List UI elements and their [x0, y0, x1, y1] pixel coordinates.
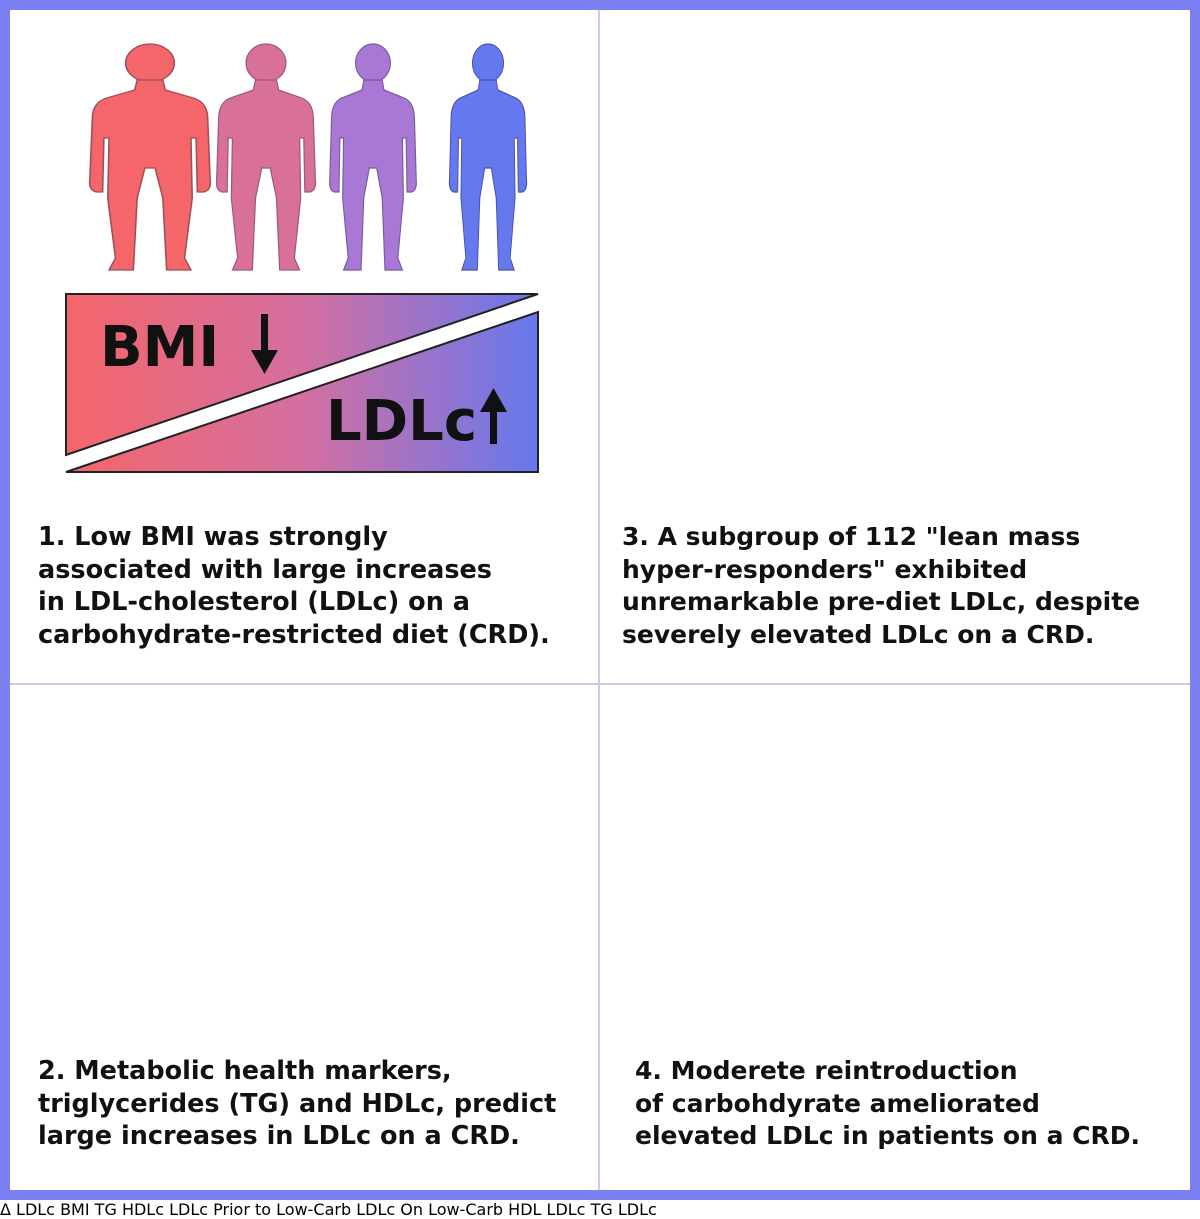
- panel-4: HDL LDLc TG LDLc: [508, 1200, 657, 1219]
- ldlc-low-node: LDLc: [618, 1200, 657, 1219]
- person-obese-figure: [88, 43, 212, 271]
- panel-3-caption: 3. A subgroup of 112 "lean mass hyper-re…: [622, 522, 1141, 649]
- vertical-divider: [598, 10, 600, 1190]
- panel-2-caption: 2. Metabolic health markers, triglycerid…: [38, 1056, 557, 1151]
- curved-reduction-arrow-icon: LDLc: [618, 1200, 657, 1219]
- hdl-node-label: HDL: [508, 1200, 542, 1219]
- tg-node: TG: [591, 1200, 618, 1219]
- ldlc-ramp-wedge: [65, 310, 539, 473]
- bmi-ramp-wedge: [65, 293, 539, 457]
- ldlc-node: LDLc: [547, 1200, 591, 1219]
- panel-4-caption: 4. Moderete reintroduction of carbohdyra…: [635, 1056, 1141, 1150]
- prior-ldlc-title: LDLc: [169, 1200, 209, 1219]
- onlowcarb-ldlc-subtitle: On Low-Carb: [400, 1200, 504, 1219]
- ldlc-label: LDLc: [326, 389, 477, 454]
- bmi-label: BMI: [100, 315, 219, 380]
- bmi-axis-label: BMI: [60, 1200, 90, 1219]
- ratio-fraction-bar: HDLc: [122, 1200, 169, 1219]
- person-lean-figure: [448, 43, 528, 271]
- hdl-node: HDL: [508, 1200, 546, 1219]
- panel-1-caption: 1. Low BMI was strongly associated with …: [38, 522, 550, 650]
- tg-ratio-numerator: TG: [94, 1200, 117, 1219]
- bmi-down-arrow-icon: [251, 314, 278, 374]
- horizontal-divider: [10, 683, 1190, 685]
- panel-3: LDLc Prior to Low-Carb LDLc On Low-Carb: [169, 1200, 508, 1219]
- panel-2: Δ LDLc BMI TG HDLc: [0, 1200, 169, 1219]
- person-overweight-figure: [215, 43, 317, 271]
- progression-arrow-icon: LDLc Prior to Low-Carb LDLc On Low-Carb: [169, 1200, 508, 1219]
- delta-ldlc-axis-label: Δ LDLc: [0, 1200, 55, 1219]
- hdlc-ratio-denominator: HDLc: [121, 1200, 164, 1219]
- onlowcarb-ldlc-title: LDLc: [356, 1200, 396, 1219]
- prior-ldlc-subtitle: Prior to Low-Carb: [213, 1200, 352, 1219]
- tg-node-label: TG: [590, 1200, 613, 1219]
- ldlc-node-label: LDLc: [546, 1200, 586, 1219]
- panel-1: BMI LDLc: [65, 43, 539, 473]
- ldlc-low-node-label: LDLc: [617, 1200, 657, 1219]
- ldlc-up-arrow-icon: [480, 388, 507, 444]
- person-normal-figure: [329, 43, 417, 271]
